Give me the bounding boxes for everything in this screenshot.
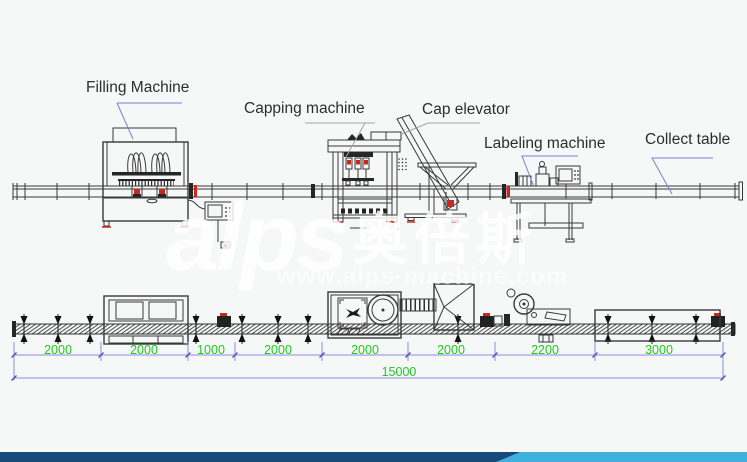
- label-filling-machine: Filling Machine: [86, 79, 190, 96]
- label-labeling-machine: Labeling machine: [484, 135, 606, 152]
- dimension-segment-label: 2000: [351, 343, 379, 357]
- cap-elevator-leader-line: [401, 122, 480, 135]
- control-panel-side: [187, 199, 234, 249]
- labeling-machine-leader-line: [521, 155, 578, 188]
- dimension-lines: [11, 342, 726, 381]
- footer-color-bar: [0, 452, 747, 462]
- dimension-segment-label: 2000: [437, 343, 465, 357]
- plan-view-conveyor: [12, 313, 736, 345]
- label-cap-elevator: Cap elevator: [422, 101, 510, 118]
- side-view-conveyor: [12, 181, 743, 201]
- dimension-segment-label: 2000: [44, 343, 72, 357]
- label-capping-machine: Capping machine: [244, 100, 365, 117]
- collect-table-plan: [594, 309, 721, 342]
- filling-machine-plan: [103, 295, 189, 345]
- filling-machine-leader-line: [116, 102, 182, 140]
- collect-table-leader-line: [651, 157, 713, 195]
- dimension-segment-label: 2000: [130, 343, 158, 357]
- dimension-segment-label: 3000: [645, 343, 673, 357]
- cap-elevator-side: [396, 114, 477, 223]
- dimension-total-label: 15000: [381, 365, 417, 379]
- dimension-segment-label: 2200: [531, 343, 559, 357]
- cap-elevator-plan: [399, 283, 475, 331]
- labeling-machine-side: [510, 161, 592, 243]
- footer-bar-navy-segment: [0, 452, 520, 462]
- capping-machine-side: [327, 131, 407, 230]
- dimension-segment-label: 1000: [197, 343, 225, 357]
- capping-machine-leader-line: [305, 122, 375, 158]
- labeling-machine-plan: [493, 288, 571, 343]
- dimension-segment-label: 2000: [264, 343, 292, 357]
- label-collect-table: Collect table: [645, 131, 731, 148]
- capping-machine-plan: [327, 291, 402, 339]
- filling-machine-side: [102, 127, 189, 228]
